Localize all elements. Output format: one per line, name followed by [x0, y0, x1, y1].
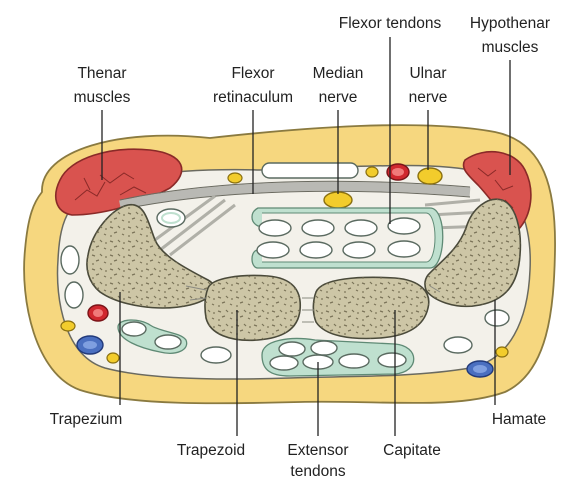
flexor-tendon: [388, 218, 420, 234]
label-hamate: Hamate: [492, 411, 546, 428]
extensor-tendon: [378, 353, 406, 367]
flexor-tendon: [388, 241, 420, 257]
dorsal-tendon: [201, 347, 231, 363]
label-median-nerve-2: nerve: [319, 89, 358, 106]
lateral-tendon-1: [61, 246, 79, 274]
label-hypothenar-muscles-2: muscles: [482, 39, 539, 56]
nerve-left-small-2: [107, 353, 119, 363]
label-trapezoid: Trapezoid: [177, 442, 245, 459]
label-ulnar-nerve-1: Ulnar: [409, 65, 446, 82]
label-capitate: Capitate: [383, 442, 441, 459]
flexor-tendon: [302, 220, 334, 236]
flexor-tendon: [259, 220, 291, 236]
ulnar-nerve: [418, 168, 442, 184]
median-nerve: [324, 192, 352, 208]
dorsal-tendon: [485, 310, 509, 326]
nerve-right-small: [496, 347, 508, 357]
flexor-tendon: [257, 242, 289, 258]
flexor-tendon: [345, 220, 377, 236]
dorsal-tendon: [155, 335, 181, 349]
capitate-texture: [313, 277, 428, 338]
extensor-tendon: [339, 354, 369, 368]
superficial-nerve-left: [228, 173, 242, 183]
extensor-tendon: [279, 342, 305, 356]
label-extensor-tendons-2: tendons: [290, 463, 345, 480]
radial-artery-lumen: [93, 309, 103, 317]
label-ulnar-nerve-2: nerve: [409, 89, 448, 106]
vein-left-lumen: [83, 341, 97, 349]
label-trapezium: Trapezium: [50, 411, 123, 428]
dorsal-tendon: [444, 337, 472, 353]
label-thenar-muscles-1: Thenar: [77, 65, 126, 82]
extensor-tendon: [311, 341, 337, 355]
thumb-tendon-inner: [162, 213, 180, 223]
label-median-nerve-1: Median: [313, 65, 364, 82]
label-flexor-retinaculum-2: retinaculum: [213, 89, 293, 106]
label-flexor-retinaculum-1: Flexor: [231, 65, 274, 82]
extensor-tendon: [270, 356, 298, 370]
vein-right-lumen: [473, 365, 487, 373]
label-hypothenar-muscles-1: Hypothenar: [470, 15, 550, 32]
flexor-tendon: [300, 242, 332, 258]
dorsal-tendon: [122, 322, 146, 336]
label-thenar-muscles-2: muscles: [74, 89, 131, 106]
label-extensor-tendons-1: Extensor: [287, 442, 348, 459]
trapezoid-texture: [205, 276, 300, 341]
ulnar-artery-lumen: [392, 168, 404, 176]
superficial-nerve-right: [366, 167, 378, 177]
label-flexor-tendons: Flexor tendons: [339, 15, 442, 32]
nerve-left-small: [61, 321, 75, 331]
lateral-tendon-2: [65, 282, 83, 308]
flexor-tendon: [343, 242, 375, 258]
superficial-tendon: [262, 163, 358, 178]
